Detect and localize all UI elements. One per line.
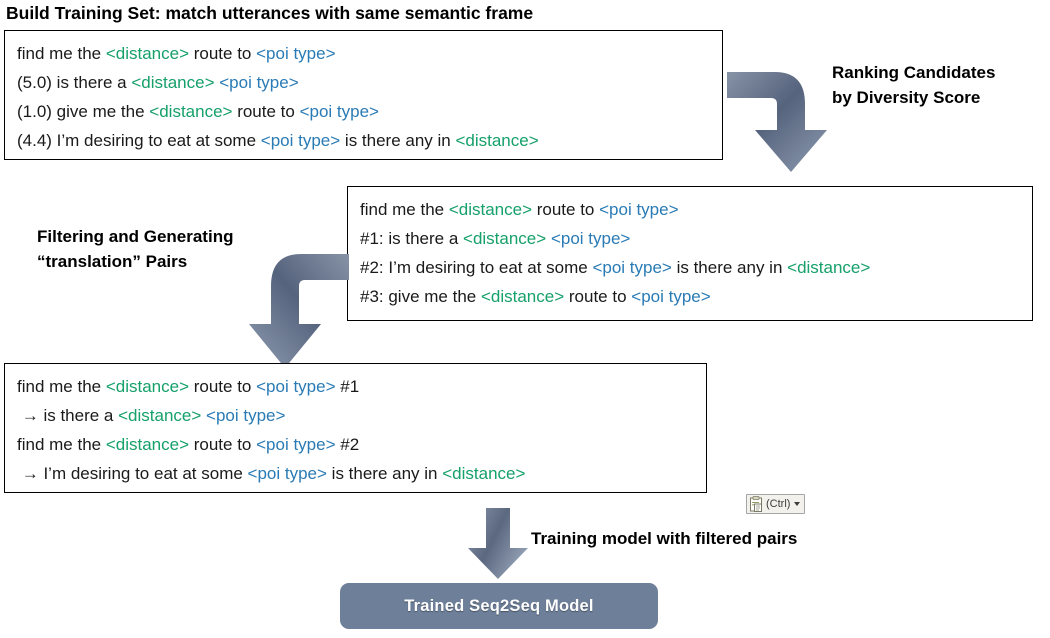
page-title: Build Training Set: match utterances wit… [6, 3, 534, 23]
utterance-candidates-box: find me the <distance> route to <poi typ… [4, 30, 723, 160]
pair-line: → I’m desiring to eat at some <poi type>… [17, 464, 526, 483]
slot-distance: <distance> [442, 464, 526, 483]
pair-line: find me the <distance> route to <poi typ… [17, 377, 360, 396]
utterance-line: (1.0) give me the <distance> route to <p… [17, 102, 379, 121]
slot-distance: <distance> [105, 435, 190, 454]
pair-line: → is there a <distance> <poi type> [17, 406, 286, 425]
slot-distance: <distance> [131, 73, 215, 92]
ranking-arrow-icon [727, 72, 827, 172]
slot-poi-type: <poi type> [256, 435, 336, 454]
utterance-line: (4.4) I’m desiring to eat at some <poi t… [17, 131, 539, 150]
slot-poi-type: <poi type> [260, 131, 341, 150]
slot-poi-type: <poi type> [256, 44, 336, 63]
training-arrow-icon [468, 508, 528, 579]
slot-distance: <distance> [149, 102, 233, 121]
translation-pairs-box: find me the <distance> route to <poi typ… [4, 363, 707, 493]
slot-poi-type: <poi type> [219, 73, 299, 92]
training-label: Training model with filtered pairs [531, 529, 798, 548]
slot-poi-type: <poi type> [550, 229, 631, 248]
slot-distance: <distance> [448, 200, 533, 219]
filtering-label: Filtering and Generating“translation” Pa… [37, 227, 234, 271]
trained-model-box: Trained Seq2Seq Model [340, 583, 658, 629]
filtering-arrow-icon [249, 254, 349, 368]
slot-poi-type: <poi type> [631, 287, 711, 306]
ranked-line: #3: give me the <distance> route to <poi… [360, 287, 711, 306]
ranked-candidates-box: find me the <distance> route to <poi typ… [347, 186, 1033, 321]
utterance-line: find me the <distance> route to <poi typ… [17, 44, 336, 63]
pair-line: find me the <distance> route to <poi typ… [17, 435, 360, 454]
ranked-line: #1: is there a <distance> <poi type> [360, 229, 631, 248]
chevron-down-icon[interactable] [794, 502, 801, 506]
slot-distance: <distance> [463, 229, 547, 248]
paste-options-button[interactable]: (Ctrl) [746, 494, 806, 514]
slot-distance: <distance> [480, 287, 565, 306]
trained-model-label: Trained Seq2Seq Model [404, 596, 594, 615]
ranked-line: find me the <distance> route to <poi typ… [360, 200, 679, 219]
slot-poi-type: <poi type> [247, 464, 327, 483]
slot-distance: <distance> [787, 258, 871, 277]
slot-poi-type: <poi type> [592, 258, 672, 277]
slot-poi-type: <poi type> [299, 102, 379, 121]
slot-poi-type: <poi type> [599, 200, 679, 219]
slot-distance: <distance> [455, 131, 539, 150]
slot-poi-type: <poi type> [256, 377, 336, 396]
paste-options-label: (Ctrl) [766, 498, 791, 510]
slot-distance: <distance> [105, 44, 190, 63]
ranked-line: #2: I’m desiring to eat at some <poi typ… [360, 258, 871, 277]
utterance-line: (5.0) is there a <distance> <poi type> [17, 73, 299, 92]
slot-distance: <distance> [118, 406, 202, 425]
slot-distance: <distance> [105, 377, 190, 396]
clipboard-icon [750, 496, 762, 512]
slot-poi-type: <poi type> [206, 406, 286, 425]
